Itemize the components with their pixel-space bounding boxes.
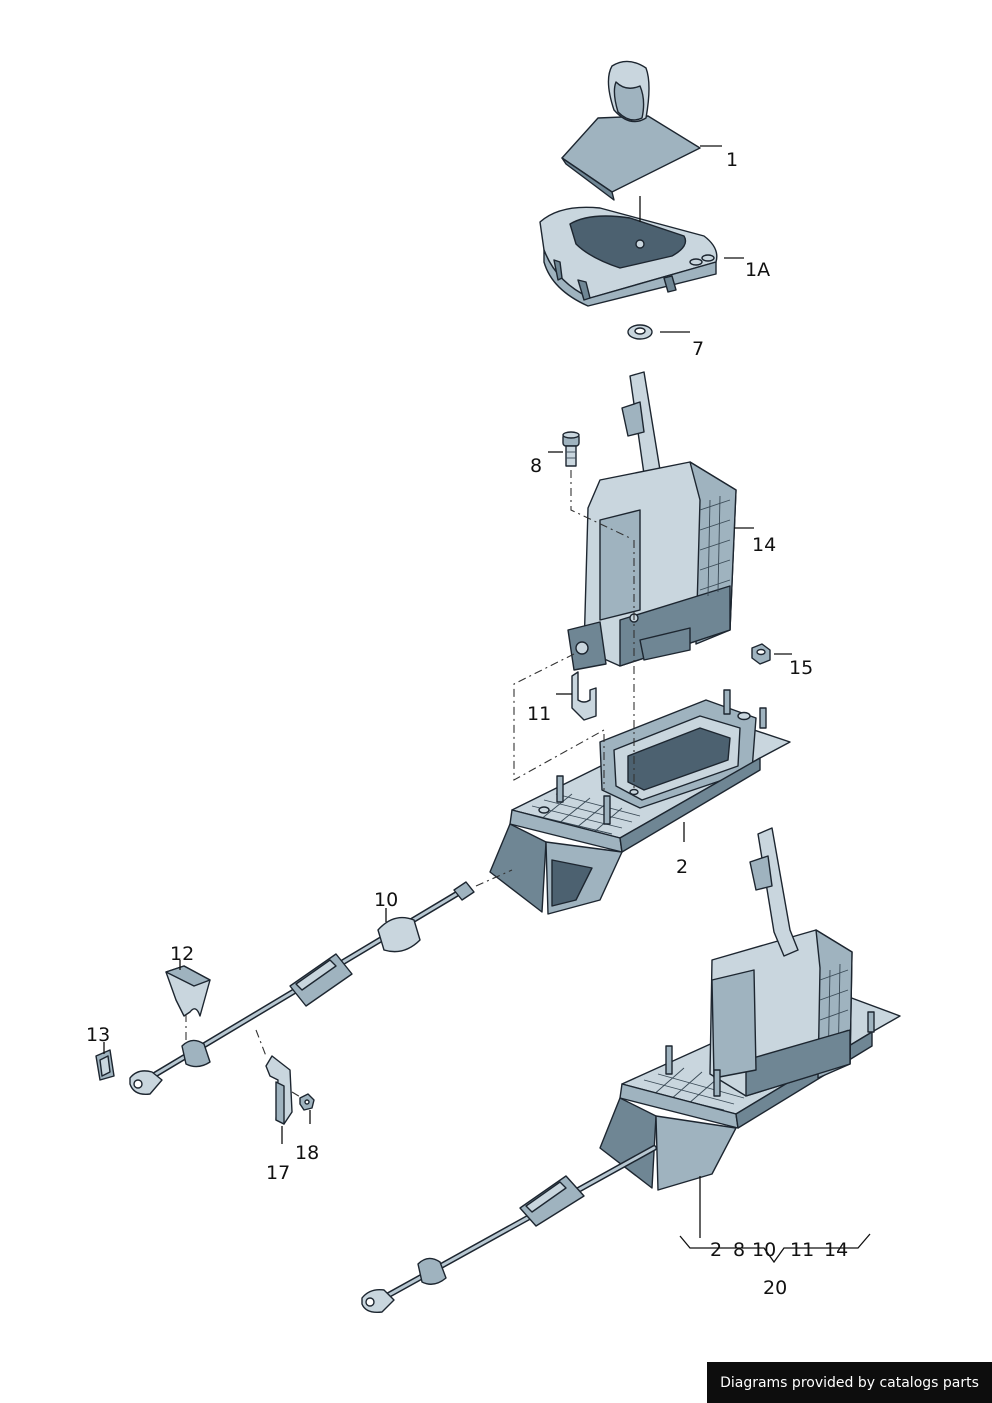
part-18-nut [299,1093,315,1111]
part-7-washer [627,324,653,340]
part-17-holder [265,1055,293,1125]
callout-8: 8 [530,455,542,477]
callout-1: 1 [726,149,738,171]
callout-7: 7 [692,338,704,360]
callout-labels: 1 1A 7 8 14 15 11 2 10 12 13 17 18 2 8 1… [86,149,848,1299]
callout-1a: 1A [745,259,770,281]
callout-11: 11 [527,703,551,725]
callout-2: 2 [676,856,688,878]
group-item-11: 11 [790,1239,814,1261]
group-item-2: 2 [710,1239,722,1261]
assembly-lines [185,470,635,1099]
part-13-small-clip [95,1049,115,1081]
part-2-base-housing [489,689,791,915]
callout-20: 20 [763,1277,787,1299]
callout-15: 15 [789,657,813,679]
callout-18: 18 [295,1142,319,1164]
group-item-10: 10 [752,1239,776,1261]
part-1a-shifter-cover [539,196,718,307]
callout-12: 12 [170,943,194,965]
part-12-bracket-clip [165,965,211,1017]
attribution-text: Diagrams provided by catalogs parts [720,1374,979,1391]
group-item-8: 8 [733,1239,745,1261]
attribution-footer: Diagrams provided by catalogs parts [707,1362,992,1403]
part-15-nut [751,643,771,665]
part-8-bolt [562,431,580,467]
callout-13: 13 [86,1024,110,1046]
group-item-14: 14 [824,1239,848,1261]
part-10-selector-cable [129,881,475,1095]
part-1-shift-knob-boot [561,60,701,201]
callout-17: 17 [266,1162,290,1184]
callout-10: 10 [374,889,398,911]
part-11-clip [571,671,597,721]
part-20-complete-assembly [361,827,901,1314]
callout-14: 14 [752,534,776,556]
part-14-shift-mechanism [567,371,737,671]
leader-lines [103,145,871,1264]
